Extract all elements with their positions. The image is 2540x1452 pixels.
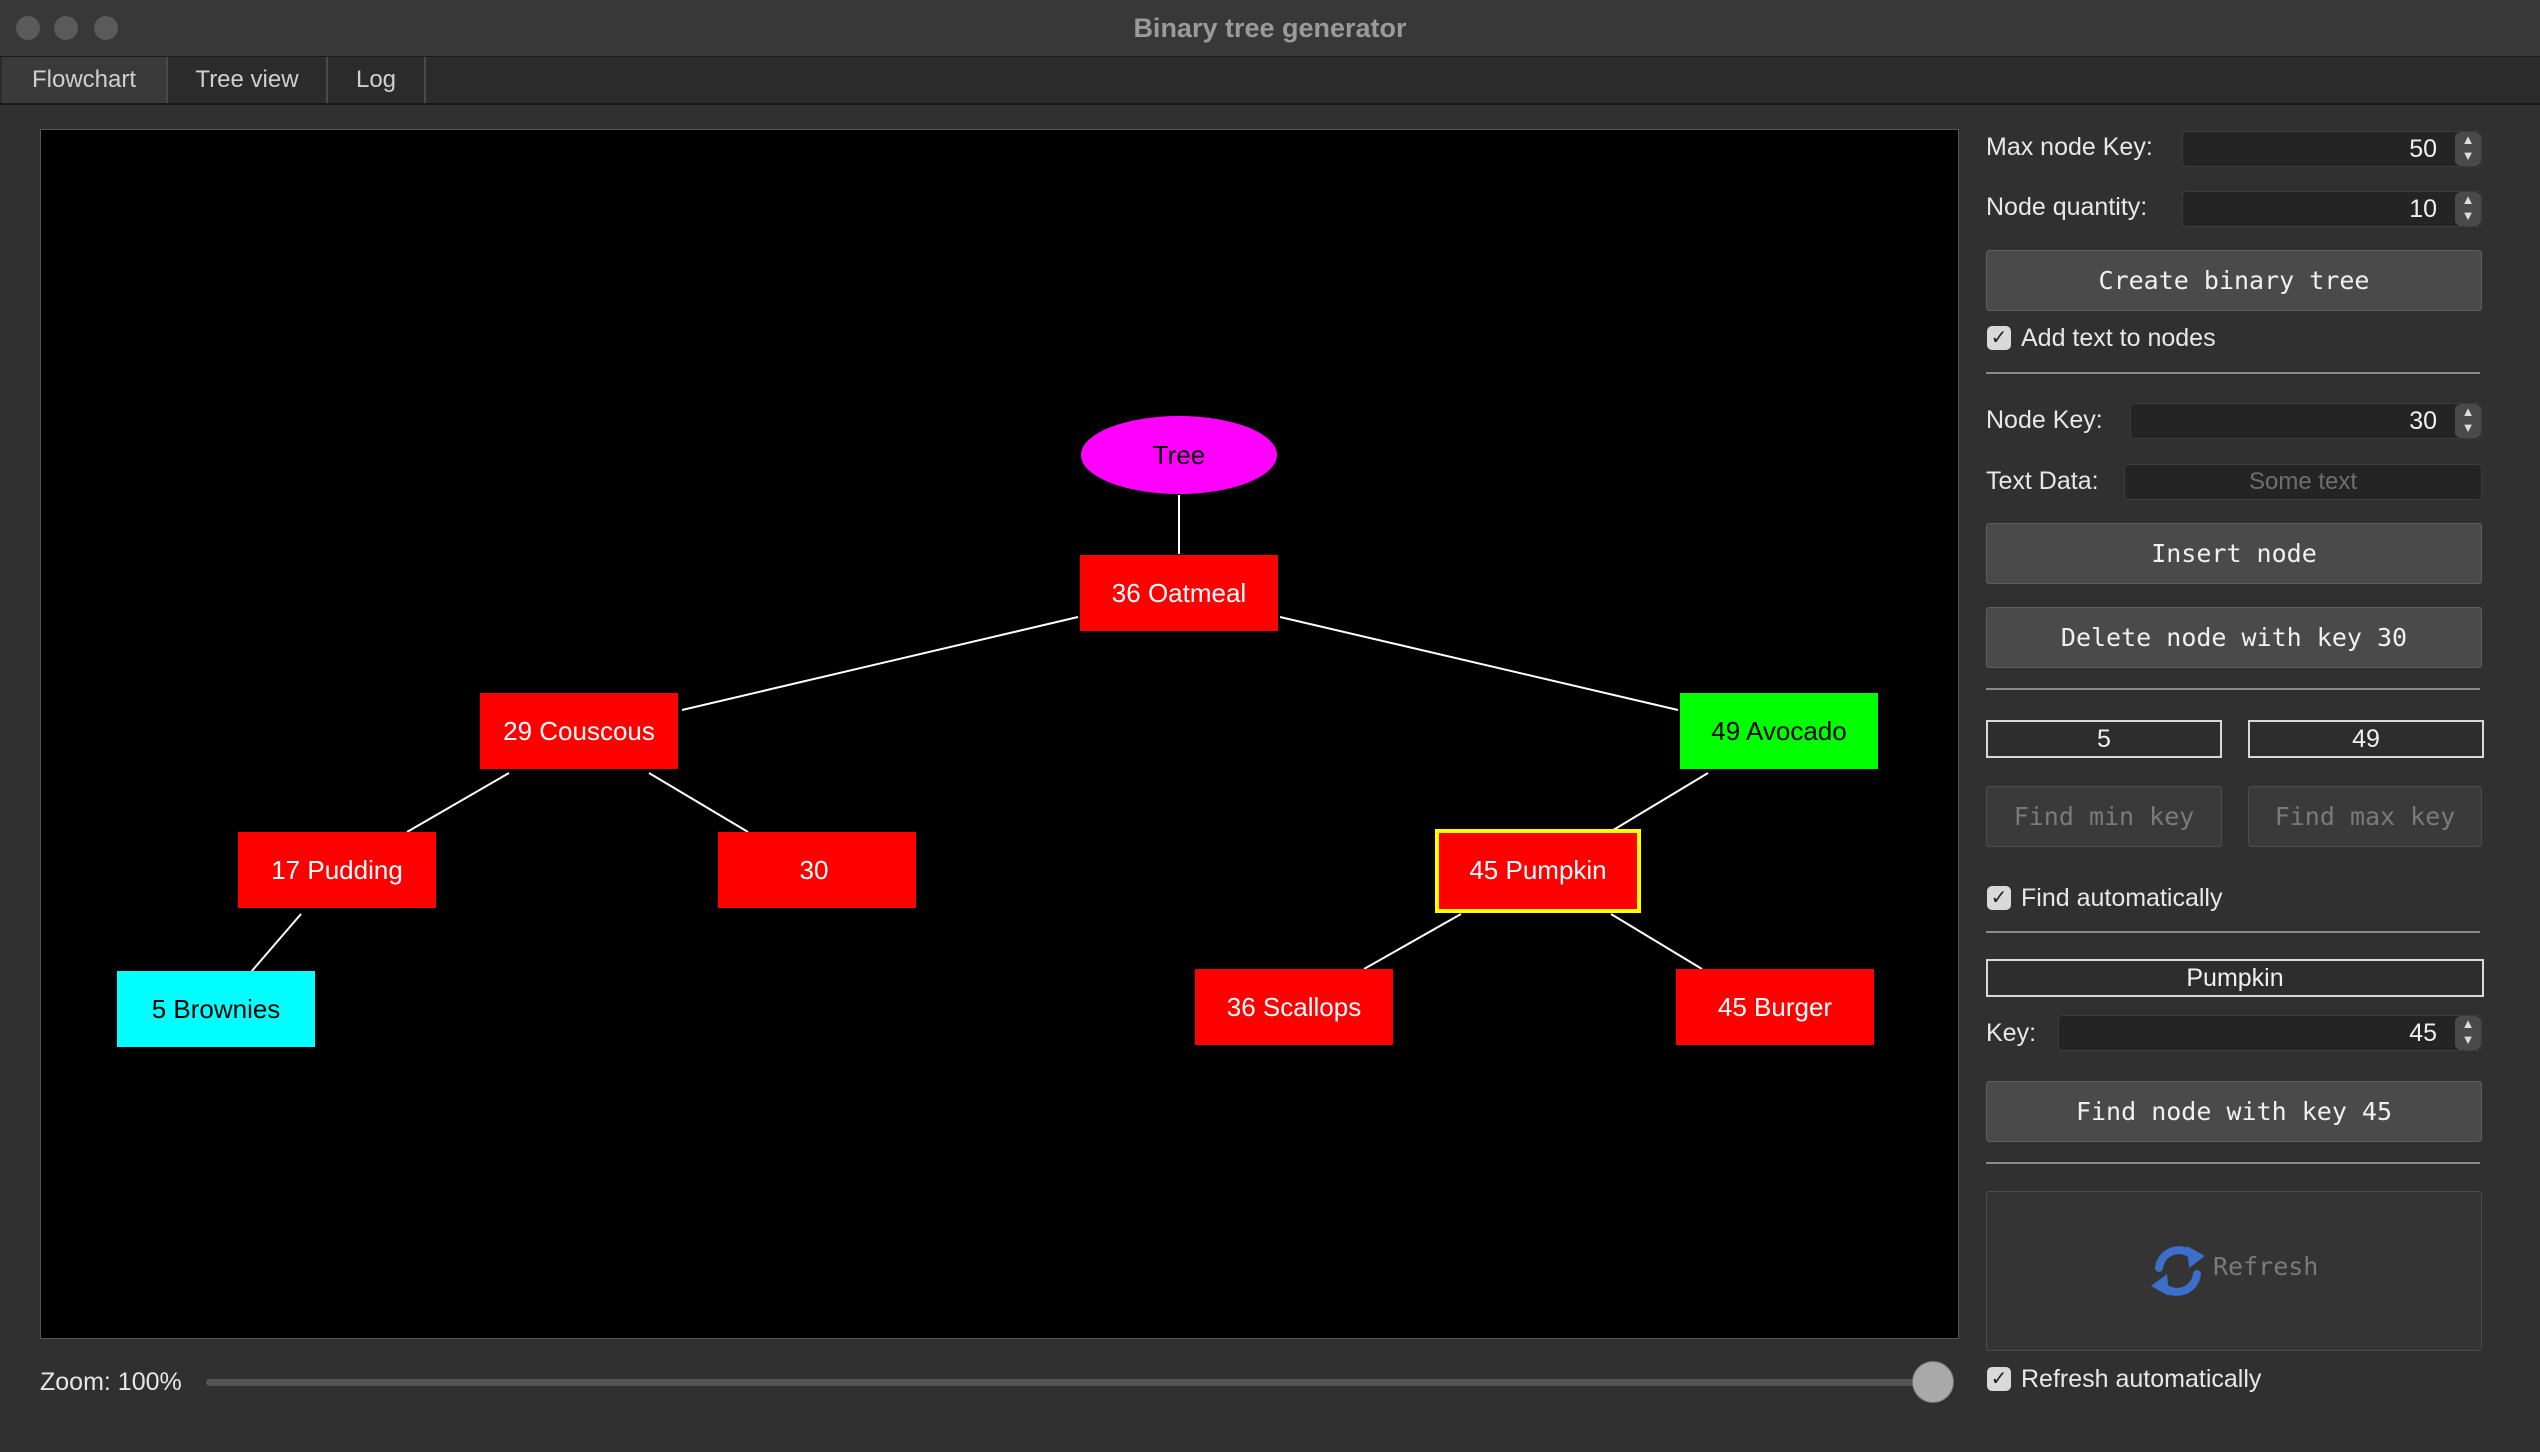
max-node-key-value: 50 [2409, 135, 2437, 163]
node-quantity-label: Node quantity: [1986, 193, 2148, 221]
tree-diagram: Tree 36 Oatmeal 29 Couscous 49 Avocado 1… [117, 416, 1878, 1047]
create-binary-tree-button[interactable]: Create binary tree [1986, 250, 2482, 311]
node-label: 5 Brownies [152, 994, 281, 1024]
text-data-label: Text Data: [1986, 467, 2099, 495]
refresh-icon [2151, 1246, 2205, 1296]
edge-29-30 [648, 772, 749, 833]
flowchart-canvas[interactable]: Tree 36 Oatmeal 29 Couscous 49 Avocado 1… [40, 129, 1959, 1339]
edge-45p-36s [1363, 913, 1462, 970]
close-window-button[interactable] [16, 16, 40, 40]
insert-node-button[interactable]: Insert node [1986, 523, 2482, 584]
refresh-automatically-label: Refresh automatically [2021, 1365, 2262, 1393]
separator [1986, 372, 2480, 374]
node-label: 45 Pumpkin [1469, 855, 1606, 885]
title-bar: Binary tree generator [0, 0, 2540, 57]
separator [1986, 688, 2480, 690]
tab-flowchart[interactable]: Flowchart [2, 57, 168, 103]
node-label: 29 Couscous [503, 716, 655, 746]
node-key-label: Node Key: [1986, 406, 2103, 434]
spin-arrows-icon[interactable]: ▲▼ [2455, 192, 2481, 226]
tree-node-45-pumpkin-selected[interactable]: 45 Pumpkin [1435, 829, 1641, 913]
refresh-automatically-checkbox[interactable]: ✓ [1987, 1367, 2011, 1391]
add-text-label: Add text to nodes [2021, 324, 2216, 352]
tree-node-49-avocado[interactable]: 49 Avocado [1680, 693, 1878, 769]
node-label: 30 [800, 855, 829, 885]
spin-arrows-icon[interactable]: ▲▼ [2455, 132, 2481, 166]
min-key-display: 5 [1986, 720, 2222, 758]
tree-node-45-burger[interactable]: 45 Burger [1676, 969, 1874, 1045]
edge-45p-45b [1610, 913, 1703, 970]
spin-arrows-icon[interactable]: ▲▼ [2455, 404, 2481, 438]
delete-node-button[interactable]: Delete node with key 30 [1986, 607, 2482, 668]
find-automatically-label: Find automatically [2021, 884, 2223, 912]
tree-node-17-pudding[interactable]: 17 Pudding [238, 832, 436, 908]
edge-36-49 [1279, 616, 1679, 711]
tab-tree-view[interactable]: Tree view [168, 57, 328, 103]
zoom-label: Zoom: 100% [40, 1368, 182, 1396]
tree-node-5-brownies[interactable]: 5 Brownies [117, 971, 315, 1047]
find-min-key-button[interactable]: Find min key [1986, 786, 2222, 847]
find-node-button[interactable]: Find node with key 45 [1986, 1081, 2482, 1142]
edge-36-29 [681, 616, 1079, 711]
node-label: 36 Oatmeal [1112, 578, 1246, 608]
tree-node-29-couscous[interactable]: 29 Couscous [480, 693, 678, 769]
tree-root-label: Tree [1153, 440, 1206, 470]
found-node-text-display: Pumpkin [1986, 959, 2484, 997]
tree-node-36-oatmeal[interactable]: 36 Oatmeal [1080, 555, 1278, 631]
window-title: Binary tree generator [1133, 13, 1407, 43]
add-text-checkbox[interactable]: ✓ [1987, 326, 2011, 350]
tab-log[interactable]: Log [328, 57, 426, 103]
zoom-slider-track[interactable] [206, 1379, 1934, 1386]
node-quantity-spinbox[interactable]: 10 ▲▼ [2182, 191, 2482, 227]
zoom-slider-handle[interactable] [1912, 1361, 1954, 1403]
text-data-input[interactable]: Some text [2124, 464, 2482, 500]
edge-17-5 [250, 913, 302, 973]
find-max-key-button[interactable]: Find max key [2248, 786, 2482, 847]
tree-node-30[interactable]: 30 [718, 832, 916, 908]
node-label: 45 Burger [1718, 992, 1833, 1022]
node-label: 17 Pudding [271, 855, 403, 885]
key-value: 45 [2409, 1019, 2437, 1047]
max-node-key-spinbox[interactable]: 50 ▲▼ [2182, 131, 2482, 167]
max-key-display: 49 [2248, 720, 2484, 758]
max-node-key-label: Max node Key: [1986, 133, 2153, 161]
find-automatically-checkbox[interactable]: ✓ [1987, 886, 2011, 910]
refresh-label: Refresh [2213, 1252, 2319, 1281]
tree-node-36-scallops[interactable]: 36 Scallops [1195, 969, 1393, 1045]
zoom-window-button[interactable] [94, 16, 118, 40]
node-key-spinbox[interactable]: 30 ▲▼ [2130, 403, 2482, 439]
refresh-button[interactable]: Refresh [1986, 1191, 2482, 1351]
edge-49-45p [1609, 772, 1709, 833]
node-quantity-value: 10 [2409, 195, 2437, 223]
key-label: Key: [1986, 1019, 2037, 1047]
node-label: 49 Avocado [1711, 716, 1846, 746]
spin-arrows-icon[interactable]: ▲▼ [2455, 1016, 2481, 1050]
separator [1986, 1162, 2480, 1164]
minimize-window-button[interactable] [54, 16, 78, 40]
key-spinbox[interactable]: 45 ▲▼ [2058, 1015, 2482, 1051]
tree-root[interactable]: Tree [1081, 416, 1277, 494]
node-label: 36 Scallops [1227, 992, 1361, 1022]
tab-bar: Flowchart Tree view Log [0, 57, 2540, 105]
node-key-value: 30 [2409, 407, 2437, 435]
separator [1986, 931, 2480, 933]
edge-29-17 [406, 772, 510, 833]
